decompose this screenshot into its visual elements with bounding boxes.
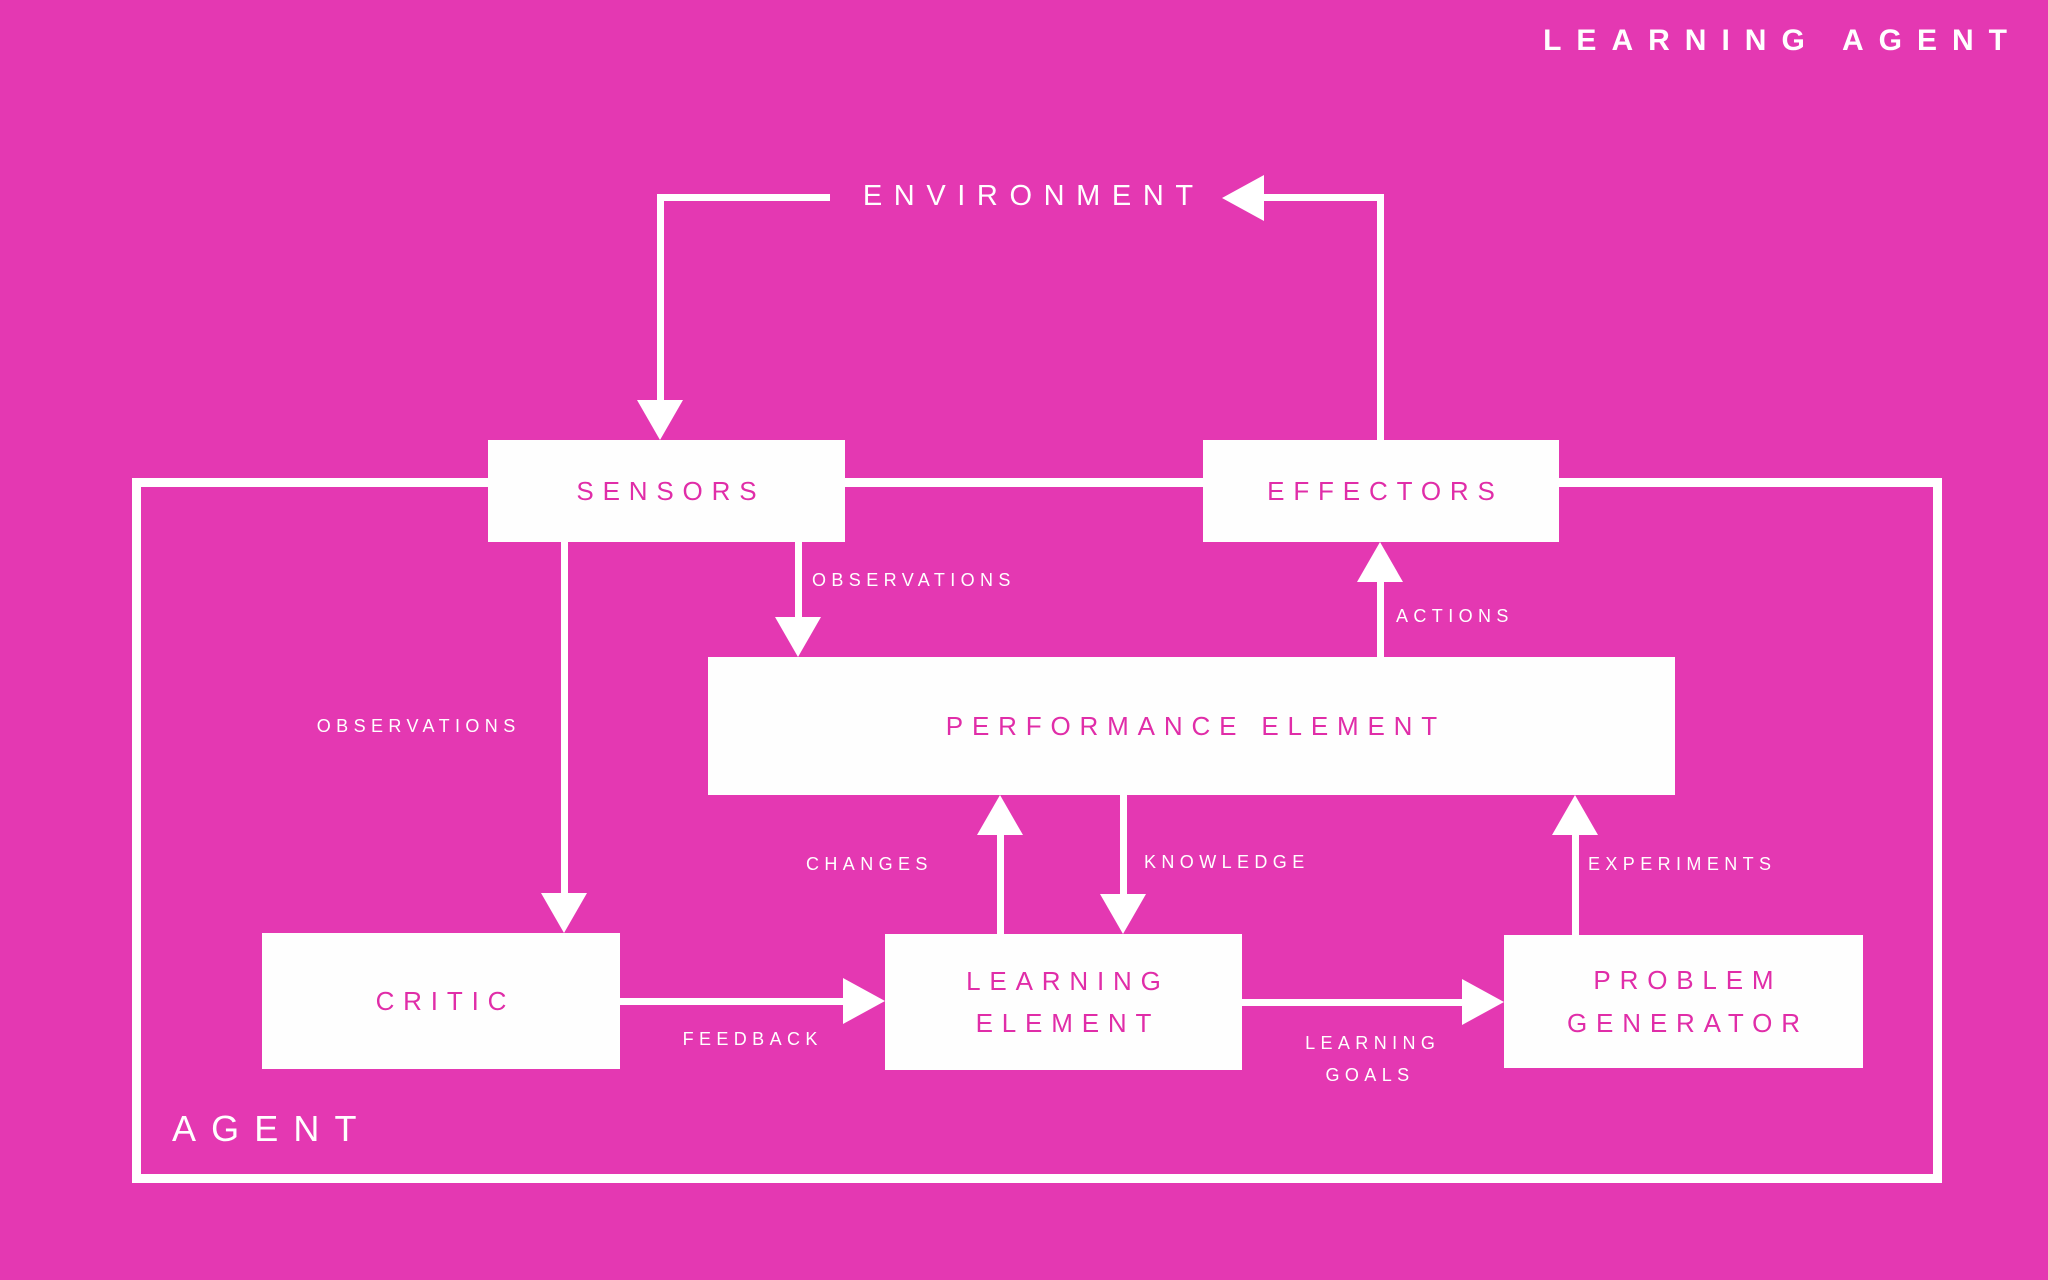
observations-left-label: OBSERVATIONS (316, 716, 521, 736)
effectors-to-environment-line-vertical (1377, 197, 1384, 440)
learning-element-node: LEARNING ELEMENT (885, 934, 1242, 1070)
knowledge-label: KNOWLEDGE (1144, 852, 1310, 872)
performance-to-learning-line (1120, 795, 1127, 896)
observations-right-label: OBSERVATIONS (812, 570, 1016, 590)
arrowhead-up-changes-icon (977, 795, 1023, 835)
learning-to-performance-line (997, 835, 1004, 934)
sensors-to-performance-line (795, 542, 802, 619)
critic-to-learning-line (620, 998, 845, 1005)
learning-goals-line1: LEARNING (1305, 1033, 1441, 1053)
performance-element-node: PERFORMANCE ELEMENT (708, 657, 1675, 795)
learning-element-node-label-line1: LEARNING (966, 965, 1170, 996)
effectors-node-label: EFFECTORS (1267, 475, 1504, 506)
arrowhead-down-into-performance-icon (775, 617, 821, 657)
arrowhead-down-into-critic-icon (541, 893, 587, 933)
environment-label: ENVIRONMENT (862, 180, 1205, 212)
page-title: LEARNING AGENT (1543, 24, 2022, 57)
performance-element-node-label: PERFORMANCE ELEMENT (945, 710, 1447, 741)
performance-to-effectors-line (1377, 580, 1384, 657)
sensors-node-label: SENSORS (576, 475, 766, 506)
sensors-to-critic-line (561, 542, 568, 895)
effectors-node: EFFECTORS (1203, 440, 1559, 542)
learning-goals-line2: GOALS (1325, 1065, 1415, 1086)
changes-label: CHANGES (806, 854, 933, 874)
critic-node-label: CRITIC (375, 985, 516, 1016)
problem-generator-node-label-line1: PROBLEM (1593, 965, 1783, 996)
environment-to-sensors-line-horizontal (657, 194, 830, 201)
agent-boundary-box (132, 478, 1942, 1183)
arrowhead-left-into-environment-icon (1222, 175, 1264, 221)
arrowhead-right-feedback-icon (843, 978, 885, 1024)
actions-label: ACTIONS (1396, 606, 1514, 626)
arrowhead-right-learning-goals-icon (1462, 979, 1504, 1025)
learning-goals-label: LEARNING GOALS (1268, 1027, 1472, 1092)
arrowhead-up-experiments-icon (1552, 795, 1598, 835)
problem-generator-to-performance-line (1572, 835, 1579, 935)
experiments-label: EXPERIMENTS (1588, 854, 1777, 874)
arrowhead-down-knowledge-icon (1100, 894, 1146, 934)
problem-generator-node-label-line2: GENERATOR (1566, 1007, 1809, 1038)
effectors-to-environment-line-horizontal (1262, 194, 1384, 201)
critic-node: CRITIC (262, 933, 620, 1069)
feedback-label: FEEDBACK (682, 1029, 823, 1049)
environment-to-sensors-line-vertical (657, 194, 664, 402)
sensors-node: SENSORS (488, 440, 845, 542)
agent-boundary-label: AGENT (172, 1108, 372, 1149)
arrowhead-down-into-sensors-icon (637, 400, 683, 440)
arrowhead-up-into-effectors-icon (1357, 542, 1403, 582)
learning-to-problem-generator-line (1242, 999, 1464, 1006)
learning-element-node-label-line2: ELEMENT (975, 1008, 1161, 1038)
problem-generator-node: PROBLEM GENERATOR (1504, 935, 1863, 1068)
